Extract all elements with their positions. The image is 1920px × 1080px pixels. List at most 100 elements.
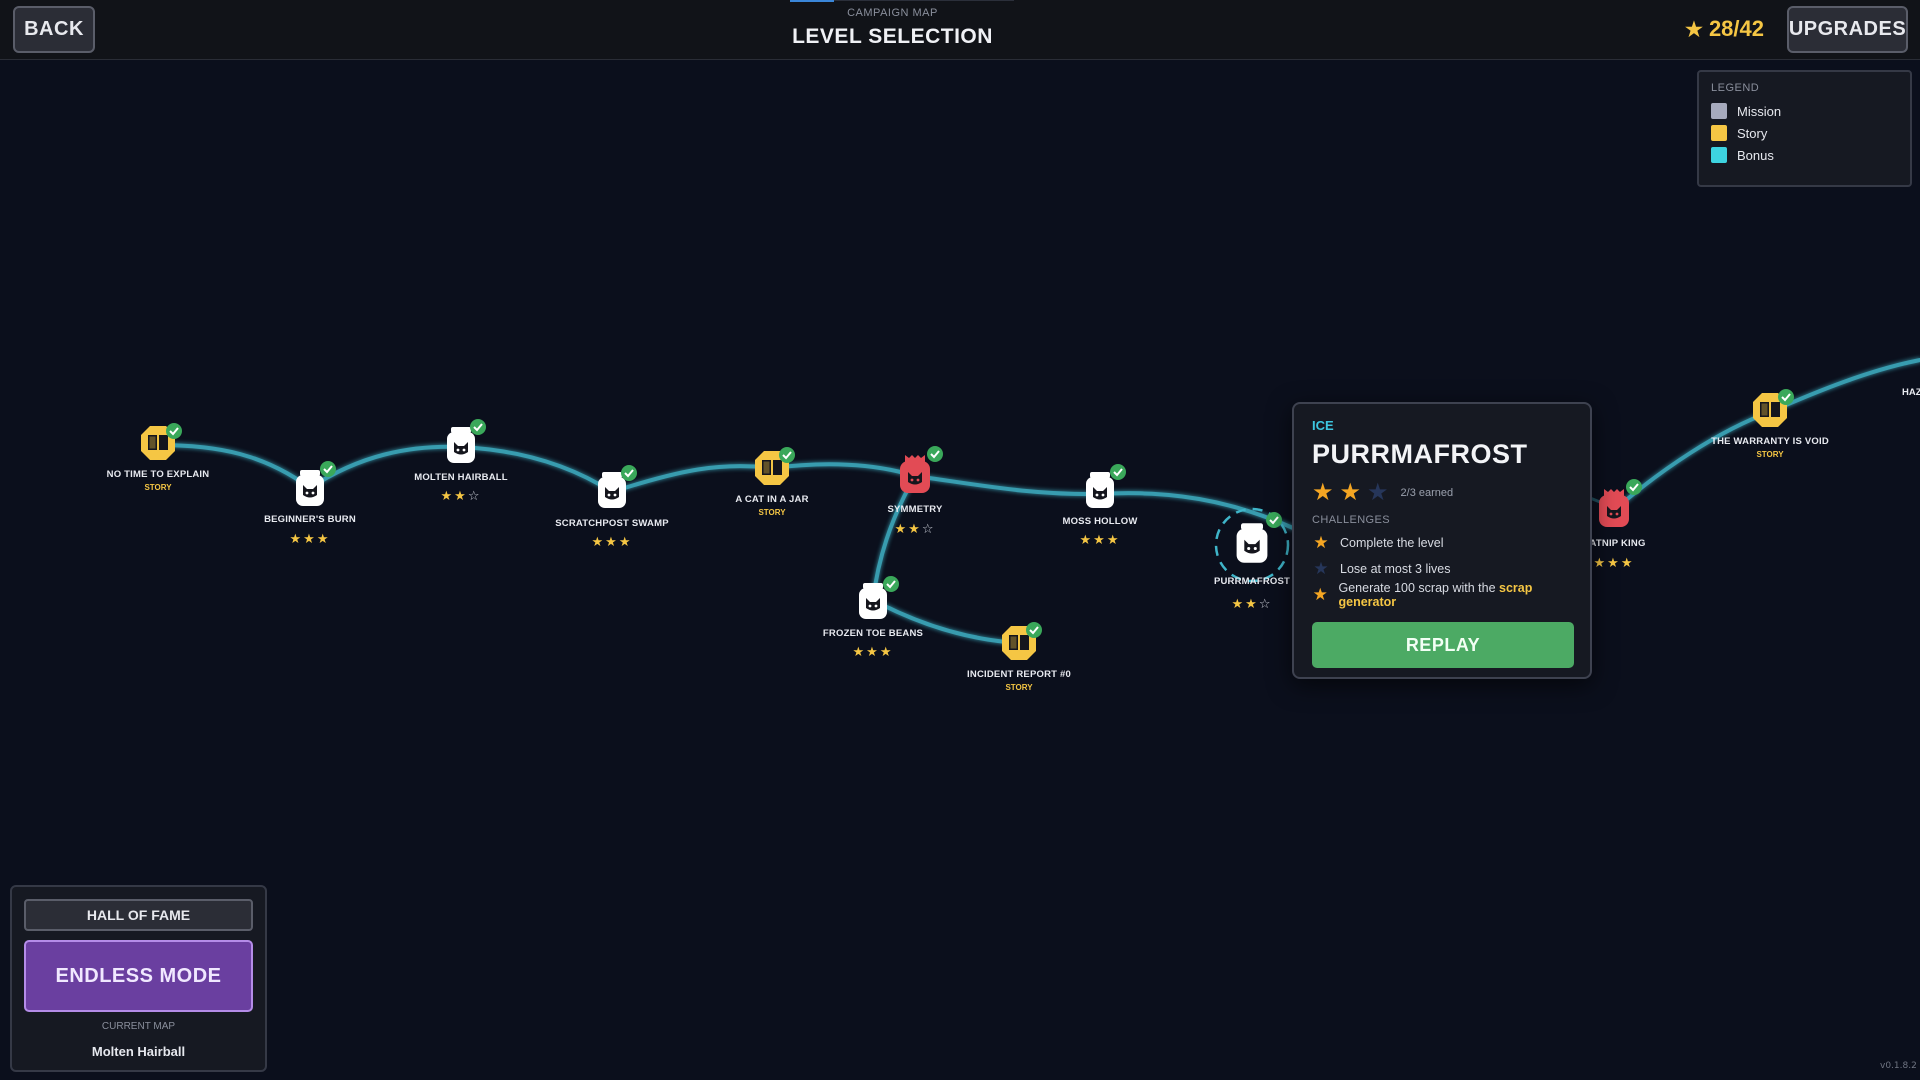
level-node-moss-hollow[interactable] <box>1083 470 1117 514</box>
level-detail-popup: ICE PURRMAFROST ★ ★ ★ 2/3 earned CHALLEN… <box>1292 402 1592 679</box>
page-title: LEVEL SELECTION <box>792 25 993 48</box>
level-node-frozen-toe-beans[interactable] <box>856 581 890 625</box>
challenge-text: Complete the level <box>1340 536 1444 550</box>
completed-check-icon <box>883 576 899 592</box>
legend-panel: LEGEND Mission Story Bonus <box>1697 70 1912 187</box>
cat-jar-icon <box>296 470 324 506</box>
mode-panel: HALL OF FAME ENDLESS MODE CURRENT MAP Mo… <box>10 885 267 1072</box>
challenges-title: CHALLENGES <box>1312 514 1390 526</box>
replay-button[interactable]: REPLAY <box>1312 622 1574 668</box>
level-node-purrmafrost[interactable] <box>1233 521 1271 569</box>
challenge-highlight: scrap generator <box>1338 581 1533 609</box>
boss-cat-jar-icon <box>900 455 930 493</box>
title-accent-bar <box>790 0 834 2</box>
star-counter: ★ 28/42 <box>1685 16 1764 42</box>
level-biome: ICE <box>1312 418 1334 433</box>
level-node-no-time-to-explain[interactable] <box>138 423 178 467</box>
legend-item-story: Story <box>1711 122 1898 144</box>
cat-jar-icon <box>1086 472 1114 508</box>
path-segment <box>610 464 774 494</box>
legend-item-bonus: Bonus <box>1711 144 1898 166</box>
level-name-offscreen: HAZA <box>1902 387 1920 398</box>
back-button[interactable]: BACK <box>13 6 95 53</box>
challenge-item: ★ Generate 100 scrap with the scrap gene… <box>1312 581 1572 609</box>
completed-check-icon <box>1026 622 1042 638</box>
star-empty-icon: ★ <box>1367 479 1389 506</box>
version-label: v0.1.8.2 <box>1880 1061 1917 1071</box>
completed-check-icon <box>927 446 943 462</box>
level-name: MOSS HOLLOW <box>1062 516 1138 527</box>
challenge-text: Lose at most 3 lives <box>1340 562 1451 576</box>
title-accent-line <box>834 0 1014 1</box>
level-stars: ★★★ <box>1079 533 1121 548</box>
star-earned-icon: ★ <box>1312 479 1334 506</box>
level-node-symmetry[interactable] <box>897 453 933 499</box>
star-earned-icon: ★ <box>1312 585 1328 604</box>
level-stars: ★★☆ <box>894 522 936 537</box>
star-empty-icon: ★ <box>1313 559 1329 578</box>
story-book-icon <box>141 426 175 460</box>
cat-jar-icon <box>598 472 626 508</box>
endless-mode-button[interactable]: ENDLESS MODE <box>24 940 253 1012</box>
cat-jar-icon <box>859 583 887 619</box>
star-earned-icon: ★ <box>1313 533 1329 552</box>
level-stars: ★★☆ <box>440 489 482 504</box>
level-name: SYMMETRY <box>887 504 943 515</box>
boss-cat-jar-icon <box>1599 489 1629 527</box>
level-name: CATNIP KING <box>1582 538 1646 549</box>
level-title: PURRMAFROST <box>1312 439 1528 469</box>
completed-check-icon <box>1778 389 1794 405</box>
path-segment <box>913 474 1102 497</box>
level-name: SCRATCHPOST SWAMP <box>555 518 669 529</box>
level-name: BEGINNER'S BURN <box>264 514 356 525</box>
level-name: INCIDENT REPORT #0 <box>967 669 1071 680</box>
level-node-warranty-is-void[interactable] <box>1750 390 1790 434</box>
challenge-item: ★ Lose at most 3 lives <box>1312 556 1572 582</box>
level-node-catnip-king[interactable] <box>1596 487 1632 533</box>
level-node-beginners-burn[interactable] <box>293 468 327 512</box>
selection-ring <box>1214 507 1290 583</box>
completed-check-icon <box>779 447 795 463</box>
legend-swatch-bonus <box>1711 147 1727 163</box>
level-type-label: STORY <box>1005 683 1033 692</box>
completed-check-icon <box>166 423 182 439</box>
completed-check-icon <box>621 465 637 481</box>
legend-title: LEGEND <box>1711 82 1760 94</box>
stars-earned-text: 2/3 earned <box>1400 487 1454 499</box>
level-stars: ★★★ <box>852 645 894 660</box>
legend-label: Story <box>1737 125 1768 141</box>
level-stars: ★★★ <box>591 535 633 550</box>
path-segment <box>770 462 917 478</box>
legend-label: Bonus <box>1737 147 1774 163</box>
level-name: PURRMAFROST <box>1213 576 1291 587</box>
completed-check-icon <box>470 419 486 435</box>
path-segment <box>156 443 312 490</box>
level-type-label: STORY <box>1756 450 1784 459</box>
top-bar: BACK CAMPAIGN MAP LEVEL SELECTION ★ 28/4… <box>0 0 1920 60</box>
legend-label: Mission <box>1737 103 1782 119</box>
star-icon: ★ <box>1685 18 1703 41</box>
level-name: THE WARRANTY IS VOID <box>1711 436 1829 447</box>
upgrades-button[interactable]: UPGRADES <box>1787 6 1908 53</box>
legend-swatch-mission <box>1711 103 1727 119</box>
level-type-label: STORY <box>144 483 172 492</box>
hall-of-fame-button[interactable]: HALL OF FAME <box>24 899 253 931</box>
level-name: FROZEN TOE BEANS <box>822 628 924 639</box>
story-book-icon <box>1753 393 1787 427</box>
legend-item-mission: Mission <box>1711 100 1898 122</box>
challenge-item: ★ Complete the level <box>1312 530 1572 556</box>
cat-jar-icon <box>447 427 475 463</box>
star-count-value: 28/42 <box>1708 16 1764 41</box>
level-star-rating: ★ ★ ★ 2/3 earned <box>1312 480 1572 506</box>
current-map-value: Molten Hairball <box>91 1044 186 1059</box>
level-stars: ★★★ <box>1593 556 1635 571</box>
level-name: NO TIME TO EXPLAIN <box>106 469 210 480</box>
path-segment <box>459 445 614 494</box>
level-node-scratchpost-swamp[interactable] <box>595 470 629 514</box>
star-earned-icon: ★ <box>1339 479 1362 506</box>
cat-jar-icon <box>1236 523 1268 563</box>
level-stars: ★★☆ <box>1231 597 1273 612</box>
page-subtitle: CAMPAIGN MAP <box>847 7 938 19</box>
level-name: MOLTEN HAIRBALL <box>414 472 508 483</box>
level-node-molten-hairball[interactable] <box>444 425 478 469</box>
